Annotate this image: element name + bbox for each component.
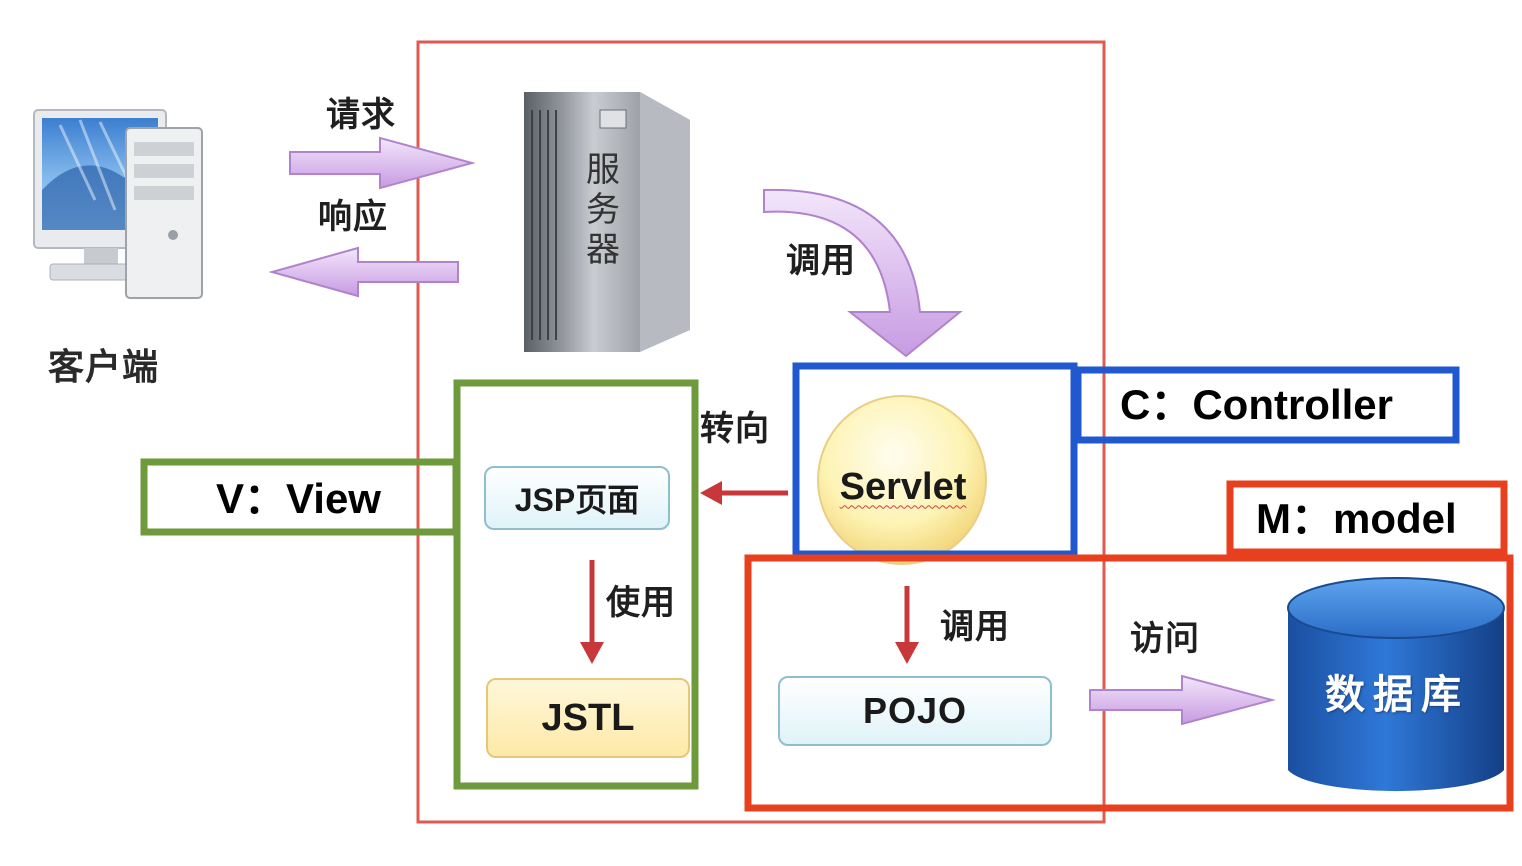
invoke-pojo-arrow bbox=[895, 586, 919, 664]
server-label: 服务器 bbox=[586, 150, 620, 270]
jsp-node: JSP页面 bbox=[484, 466, 670, 530]
response-label: 响应 bbox=[318, 197, 388, 237]
request-label: 请求 bbox=[326, 95, 396, 135]
view-label-frame bbox=[140, 458, 460, 536]
servlet-label: Servlet bbox=[839, 465, 967, 508]
forward-arrow bbox=[700, 481, 788, 505]
request-arrow bbox=[289, 136, 476, 190]
invoke-servlet-label: 调用 bbox=[786, 241, 856, 281]
pojo-node: POJO bbox=[778, 676, 1052, 746]
database-label: 数据库 bbox=[1325, 672, 1469, 718]
invoke-pojo-label: 调用 bbox=[940, 607, 1010, 647]
server-tower-icon bbox=[524, 92, 690, 352]
server-boundary-frame bbox=[416, 40, 1106, 824]
controller-label: C：Controller bbox=[1120, 381, 1394, 428]
jstl-node: JSTL bbox=[486, 678, 690, 758]
use-label: 使用 bbox=[606, 583, 676, 623]
servlet-node bbox=[817, 395, 987, 565]
view-frame bbox=[453, 379, 699, 790]
view-label: V：View bbox=[216, 475, 381, 522]
desktop-computer-icon bbox=[33, 109, 203, 299]
use-arrow bbox=[580, 560, 604, 664]
model-frame bbox=[744, 554, 1514, 812]
controller-frame bbox=[792, 362, 1078, 558]
response-arrow bbox=[268, 246, 459, 298]
database-cylinder-icon bbox=[1287, 577, 1505, 792]
invoke-servlet-arrow bbox=[763, 188, 963, 358]
controller-label-frame bbox=[1074, 366, 1460, 444]
access-label: 访问 bbox=[1130, 619, 1200, 659]
forward-label: 转向 bbox=[700, 409, 770, 449]
model-label: M：model bbox=[1256, 495, 1457, 542]
client-label: 客户端 bbox=[48, 347, 160, 388]
access-arrow bbox=[1089, 674, 1276, 726]
model-label-frame bbox=[1226, 480, 1508, 556]
